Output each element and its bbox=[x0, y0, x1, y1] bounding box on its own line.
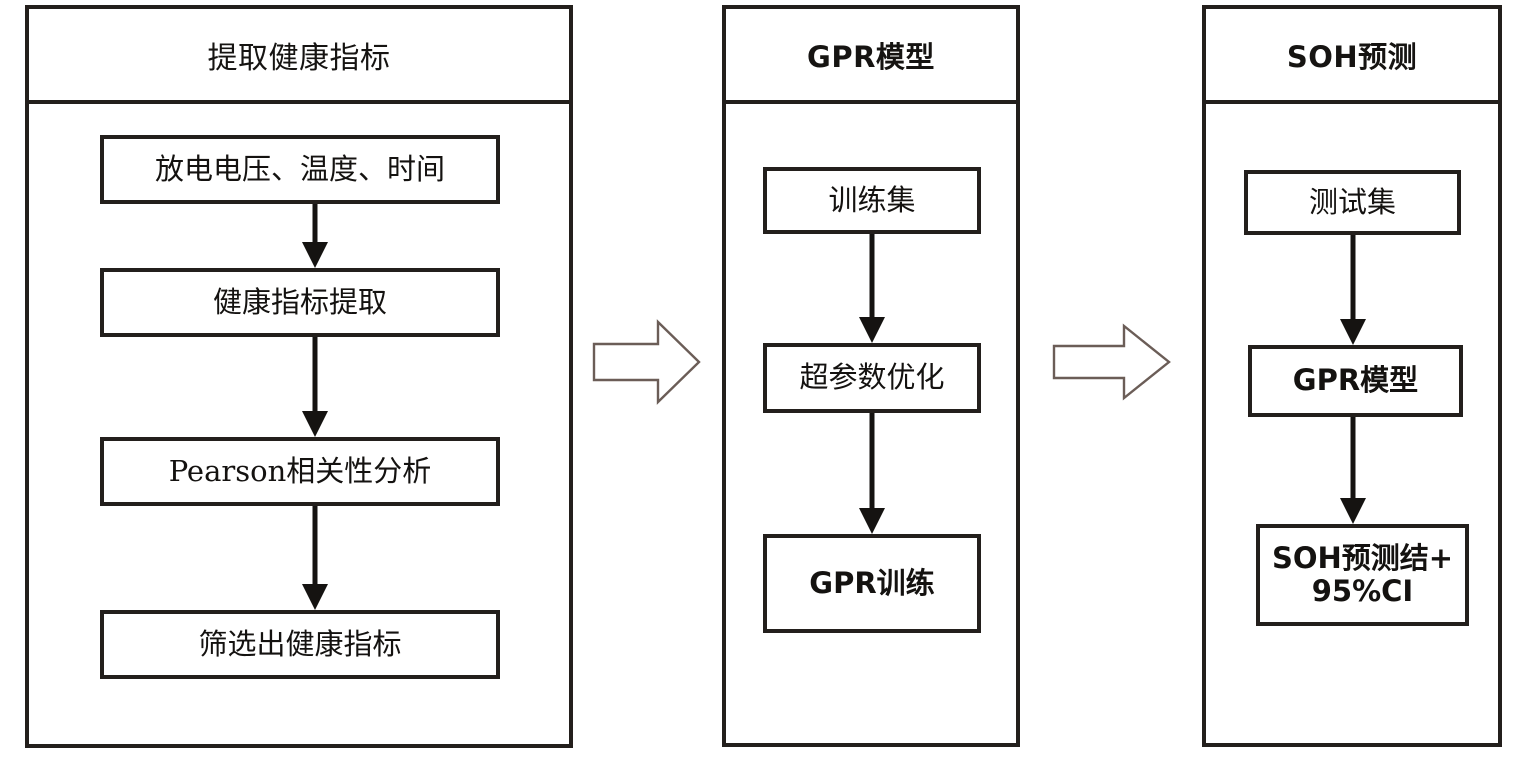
step-health-indicator-extraction[interactable]: 健康指标提取 bbox=[100, 268, 500, 337]
arrow-down-extract-1 bbox=[300, 204, 330, 268]
step-discharge-voltage-temp-time[interactable]: 放电电压、温度、时间 bbox=[100, 135, 500, 204]
step-test-set[interactable]: 测试集 bbox=[1244, 170, 1461, 235]
block-arrow-right-icon bbox=[592, 319, 701, 405]
stage-extract-header: 提取健康指标 bbox=[29, 9, 569, 104]
stage-extract-health-indicators: 提取健康指标 放电电压、温度、时间 健康指标提取 Pearson相关性分析 筛选… bbox=[25, 5, 573, 748]
stage-gpr-model: GPR模型 训练集 超参数优化 GPR训练 bbox=[722, 5, 1020, 747]
arrow-down-gpr-1 bbox=[857, 234, 887, 343]
step-gpr-training[interactable]: GPR训练 bbox=[763, 534, 981, 633]
step-training-set[interactable]: 训练集 bbox=[763, 167, 981, 234]
arrow-down-soh-2 bbox=[1338, 417, 1368, 524]
arrow-down-gpr-2 bbox=[857, 413, 887, 534]
step-gpr-model-box[interactable]: GPR模型 bbox=[1248, 345, 1463, 417]
arrow-down-extract-3 bbox=[300, 506, 330, 610]
stage-soh-prediction-body: 测试集 GPR模型 SOH预测结+ 95%CI bbox=[1206, 104, 1498, 743]
block-arrow-stage1-to-stage2 bbox=[592, 316, 702, 408]
arrow-down-extract-2 bbox=[300, 337, 330, 437]
stage-gpr-model-header: GPR模型 bbox=[726, 9, 1016, 104]
arrow-down-soh-1 bbox=[1338, 235, 1368, 345]
stage-gpr-model-body: 训练集 超参数优化 GPR训练 bbox=[726, 104, 1016, 743]
step-pearson-correlation-analysis[interactable]: Pearson相关性分析 bbox=[100, 437, 500, 506]
stage-extract-body: 放电电压、温度、时间 健康指标提取 Pearson相关性分析 筛选出健康指标 bbox=[29, 104, 569, 744]
step-hyperparameter-optimization[interactable]: 超参数优化 bbox=[763, 343, 981, 413]
stage-soh-prediction-header: SOH预测 bbox=[1206, 9, 1498, 104]
block-arrow-right-icon bbox=[1052, 323, 1171, 401]
step-soh-prediction-result-ci[interactable]: SOH预测结+ 95%CI bbox=[1256, 524, 1469, 626]
step-selected-health-indicators[interactable]: 筛选出健康指标 bbox=[100, 610, 500, 679]
block-arrow-stage2-to-stage3 bbox=[1052, 322, 1172, 402]
stage-soh-prediction: SOH预测 测试集 GPR模型 SOH预测结+ 95%CI bbox=[1202, 5, 1502, 747]
